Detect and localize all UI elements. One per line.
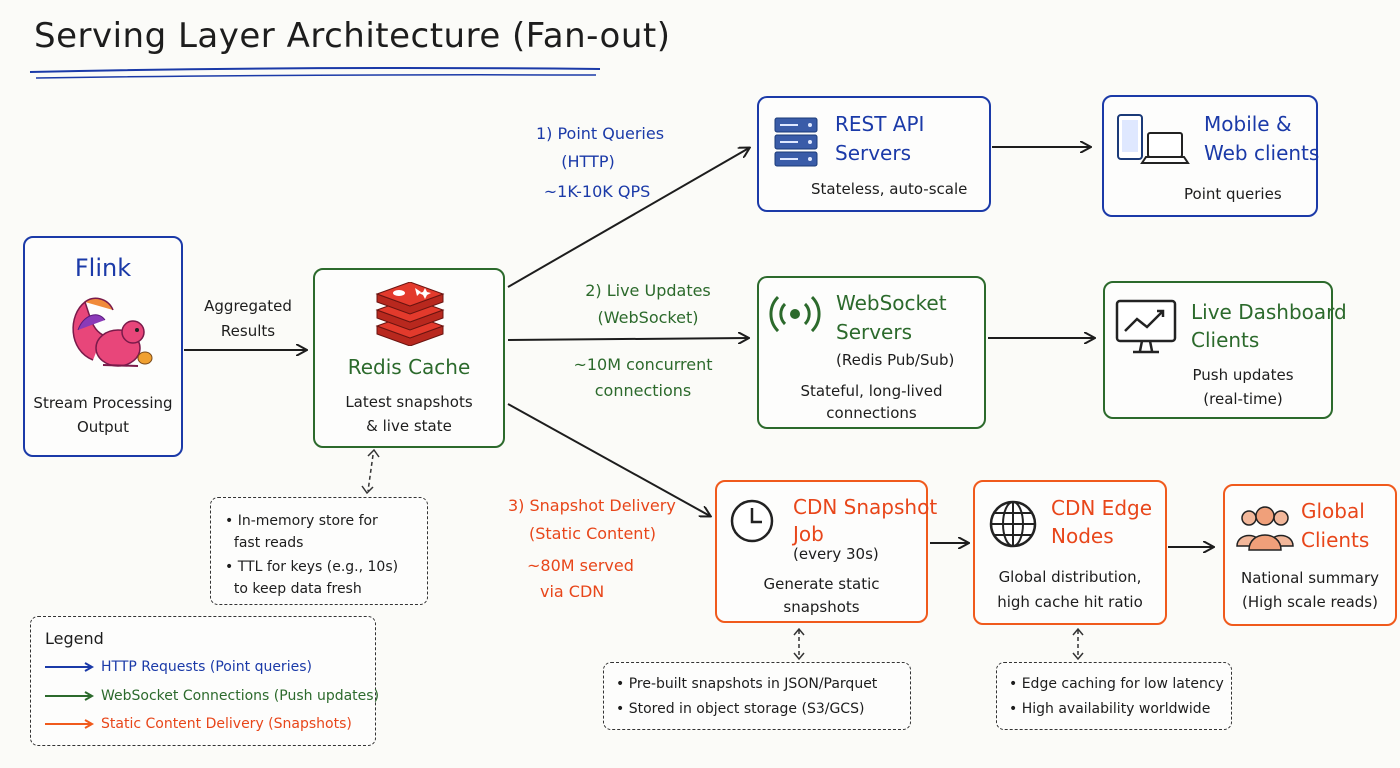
globe-icon (987, 498, 1039, 554)
path2-label-1: 2) Live Updates (585, 281, 711, 300)
mobile-desc: Point queries (1184, 185, 1282, 203)
dash-desc-1: Push updates (1192, 366, 1294, 384)
legend-arrow-blue-icon (45, 662, 95, 672)
cdnjob-desc-1: Generate static (763, 575, 880, 593)
dash-desc-2: (real-time) (1203, 390, 1283, 408)
title-underline (29, 67, 601, 73)
clock-icon (729, 498, 775, 548)
edge-note-line-2: • High availability worldwide (1009, 701, 1211, 717)
edge-note-connector (1072, 627, 1084, 661)
devices-icon (1116, 113, 1192, 173)
cdnjob-title-1: CDN Snapshot (793, 495, 938, 519)
legend-item-http: HTTP Requests (Point queries) (45, 659, 312, 675)
page-title: Serving Layer Architecture (Fan-out) (34, 16, 671, 56)
path3-label-3: ~80M served (527, 556, 634, 575)
legend-label-http: HTTP Requests (Point queries) (101, 659, 312, 675)
cdn-edge-node[interactable]: CDN Edge Nodes Global distribution, high… (973, 480, 1167, 625)
broadcast-icon (769, 292, 821, 340)
redis-note: • In-memory store for fast reads • TTL f… (210, 497, 428, 605)
server-rack-icon (773, 116, 819, 172)
ws-sub: (Redis Pub/Sub) (836, 351, 955, 369)
cdnjob-note-line-2: • Stored in object storage (S3/GCS) (616, 701, 865, 717)
flink-node[interactable]: Flink Stream Processing Output (23, 236, 183, 457)
rest-api-node[interactable]: REST API Servers Stateless, auto-scale (757, 96, 991, 212)
redis-note-line-2: fast reads (225, 535, 304, 551)
cdn-snapshot-job-node[interactable]: CDN Snapshot Job (every 30s) Generate st… (715, 480, 937, 623)
dash-title-2: Clients (1191, 328, 1260, 352)
ws-title-1: WebSocket (836, 291, 947, 315)
mobile-title-1: Mobile & (1204, 112, 1292, 136)
path3-label-1: 3) Snapshot Delivery (508, 496, 676, 515)
flink-desc-2: Output (76, 418, 130, 436)
websocket-node[interactable]: WebSocket Servers (Redis Pub/Sub) Statef… (757, 276, 986, 429)
global-desc-1: National summary (1240, 569, 1380, 587)
cdnjob-note-line-1: • Pre-built snapshots in JSON/Parquet (616, 676, 878, 692)
title-underline-2 (35, 74, 597, 79)
cdnjob-note: • Pre-built snapshots in JSON/Parquet • … (603, 662, 911, 730)
ws-desc-1: Stateful, long-lived (800, 382, 943, 400)
cdnjob-desc-2: snapshots (783, 598, 860, 616)
edge-redis-ws (507, 338, 748, 340)
ws-desc-2: connections (826, 404, 917, 422)
legend-arrow-orange-icon (45, 719, 95, 729)
edge-note: • Edge caching for low latency • High av… (996, 662, 1232, 730)
edge-title-2: Nodes (1051, 524, 1114, 548)
edge-title-1: CDN Edge (1051, 496, 1153, 520)
redis-note-line-1: • In-memory store for (225, 513, 378, 529)
global-title-1: Global (1301, 499, 1365, 523)
path1-label-2: (HTTP) (561, 152, 615, 171)
squirrel-icon (63, 290, 163, 384)
path3-label-2: (Static Content) (529, 524, 656, 543)
redis-title: Redis Cache (347, 355, 471, 379)
edge-label-aggregated: Aggregated (204, 297, 292, 315)
monitor-chart-icon (1115, 299, 1177, 363)
cdnjob-sub: (every 30s) (793, 545, 879, 563)
redis-icon (371, 281, 449, 350)
edge-note-line-1: • Edge caching for low latency (1009, 676, 1224, 692)
dash-title-1: Live Dashboard (1191, 300, 1347, 324)
redis-note-connector (361, 448, 380, 495)
live-dashboard-node[interactable]: Live Dashboard Clients Push updates (rea… (1103, 281, 1347, 419)
global-clients-node[interactable]: Global Clients National summary (High sc… (1223, 484, 1397, 626)
people-icon (1235, 504, 1295, 556)
ws-title-2: Servers (836, 320, 913, 344)
legend-title: Legend (45, 629, 104, 648)
legend-label-static: Static Content Delivery (Snapshots) (101, 716, 352, 732)
redis-desc-2: & live state (366, 417, 452, 435)
path2-label-3: ~10M concurrent (573, 355, 713, 374)
flink-title: Flink (74, 254, 132, 282)
rest-title-2: Servers (835, 141, 912, 165)
redis-note-line-4: to keep data fresh (225, 581, 362, 597)
redis-node[interactable]: Redis Cache Latest snapshots & live stat… (313, 268, 505, 448)
redis-note-line-3: • TTL for keys (e.g., 10s) (225, 559, 399, 575)
mobile-web-clients-node[interactable]: Mobile & Web clients Point queries (1102, 95, 1320, 217)
path1-label-3: ~1K-10K QPS (543, 182, 651, 201)
path1-label-1: 1) Point Queries (535, 124, 665, 143)
edge-redis-rest (507, 148, 749, 288)
redis-desc-1: Latest snapshots (345, 393, 473, 411)
legend: Legend HTTP Requests (Point queries) Web… (30, 616, 379, 746)
legend-arrow-green-icon (45, 691, 95, 701)
cdnjob-note-connector (793, 627, 805, 661)
edge-redis-cdnjob (507, 403, 710, 516)
flink-desc-1: Stream Processing (33, 394, 173, 412)
edge-label-results: Results (220, 322, 276, 340)
global-title-2: Clients (1301, 528, 1370, 552)
rest-desc: Stateless, auto-scale (811, 180, 968, 198)
legend-label-websocket: WebSocket Connections (Push updates) (101, 688, 380, 704)
legend-item-websocket: WebSocket Connections (Push updates) (45, 688, 379, 704)
cdnjob-title-2: Job (793, 522, 824, 546)
path2-label-4: connections (594, 381, 692, 400)
mobile-title-2: Web clients (1204, 141, 1320, 165)
path3-label-4: via CDN (540, 582, 605, 601)
edge-desc-1: Global distribution, (998, 568, 1142, 586)
legend-item-static: Static Content Delivery (Snapshots) (45, 716, 352, 732)
edge-desc-2: high cache hit ratio (997, 593, 1143, 611)
rest-title-1: REST API (835, 112, 925, 136)
global-desc-2: (High scale reads) (1242, 593, 1378, 611)
path2-label-2: (WebSocket) (597, 308, 699, 327)
